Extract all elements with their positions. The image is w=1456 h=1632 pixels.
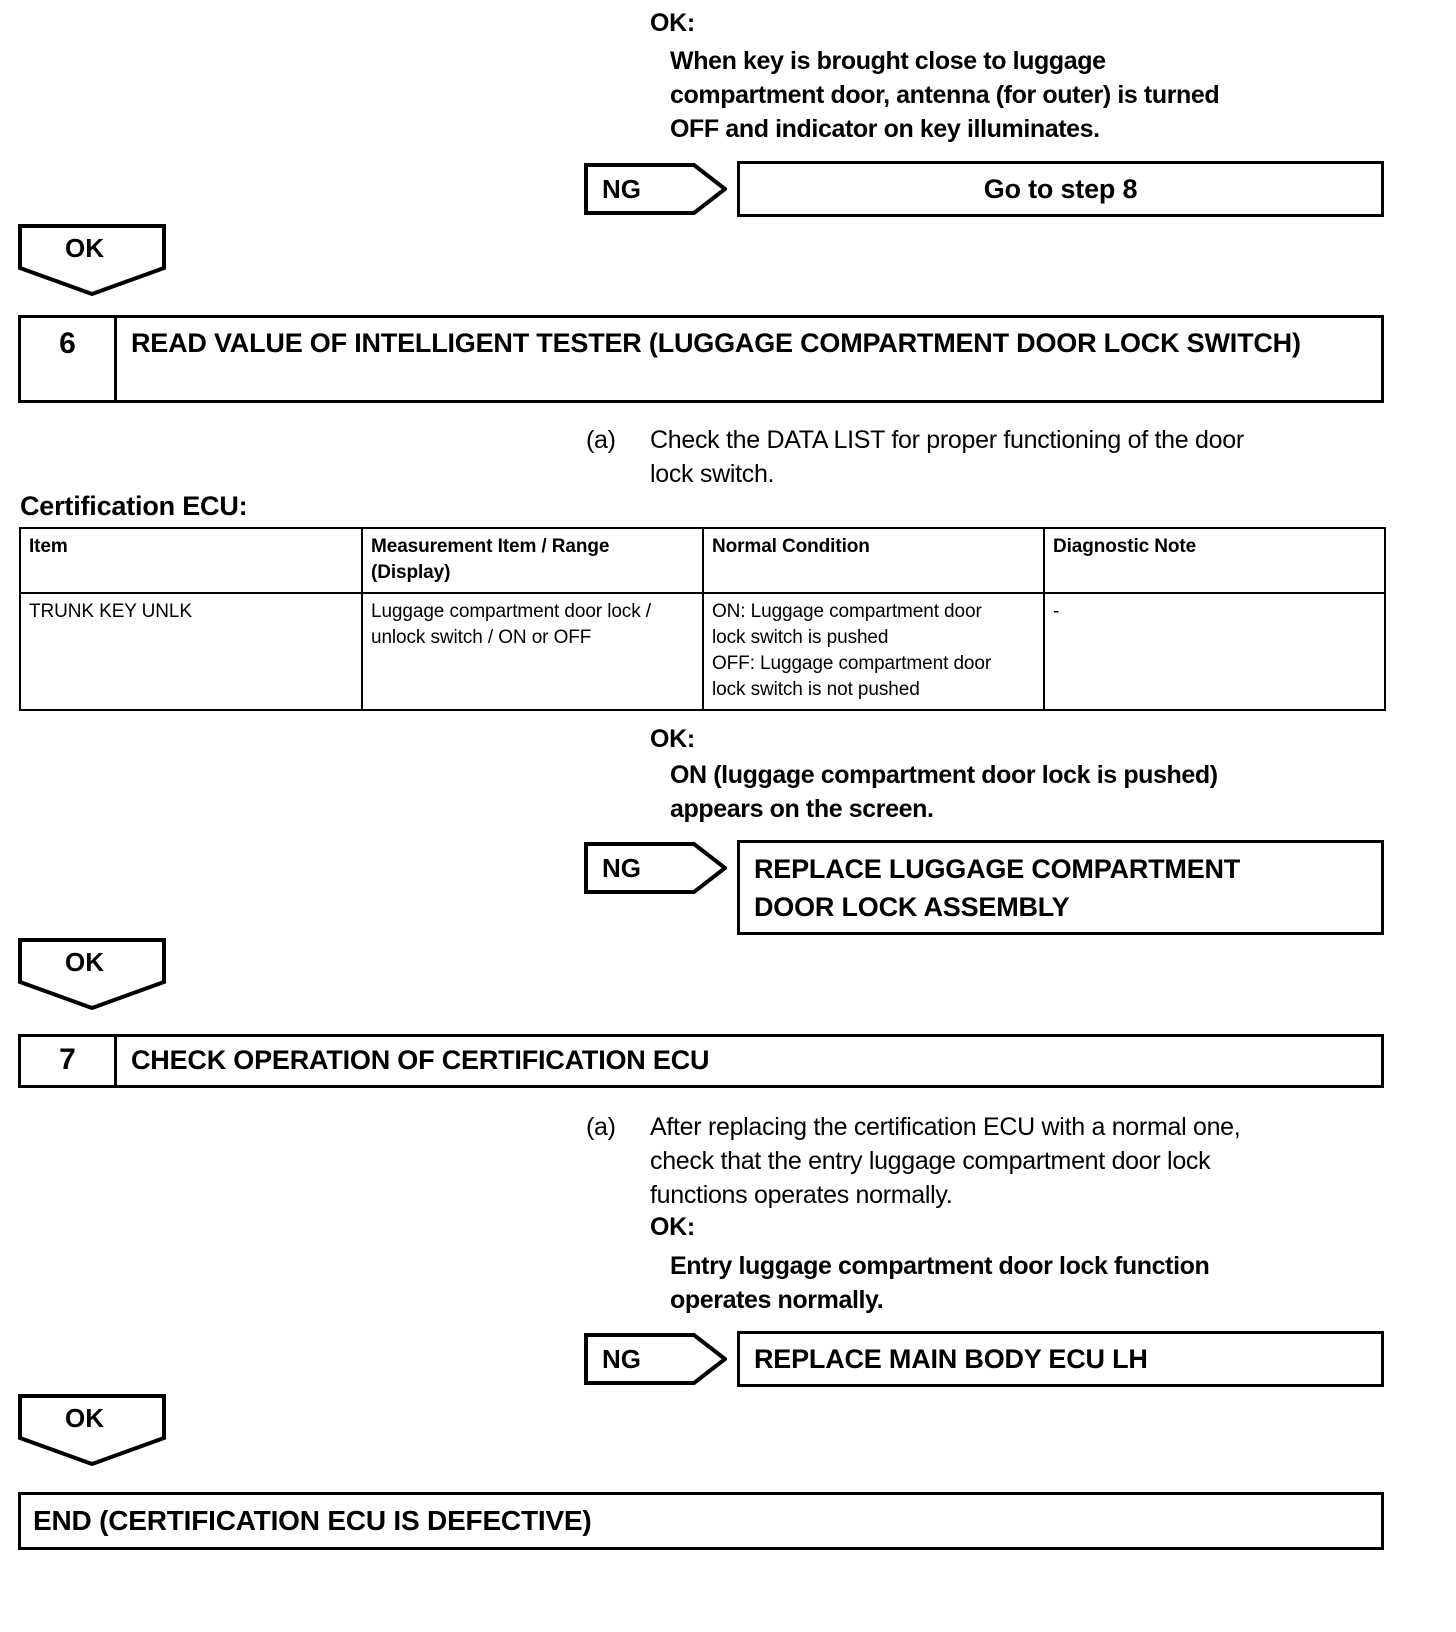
ng-connector-label: NG	[602, 174, 641, 204]
ok-connector-to-end: OK	[18, 1394, 166, 1466]
top-ok-condition-text: When key is brought close to luggage com…	[670, 47, 1220, 143]
ok-connector-to-step6: OK	[18, 224, 166, 296]
table-header-item: Item	[19, 527, 363, 594]
ng-connector-label: NG	[602, 853, 641, 883]
step-7-title: CHECK OPERATION OF CERTIFICATION ECU	[131, 1045, 710, 1075]
step-7-ok-condition-text: Entry luggage compartment door lock func…	[670, 1252, 1210, 1314]
table-cell-normal-condition: ON: Luggage compartment door lock switch…	[702, 592, 1045, 711]
result-go-to-step-8[interactable]: Go to step 8	[737, 161, 1384, 217]
table-cell-diagnostic-note: -	[1043, 592, 1386, 711]
table-row: TRUNK KEY UNLK Luggage compartment door …	[19, 592, 1386, 711]
certification-ecu-table-label: Certification ECU:	[20, 491, 248, 521]
table-cell-measurement: Luggage compartment door lock / unlock s…	[361, 592, 704, 711]
ok-connector-label: OK	[65, 233, 104, 263]
ng-arrow-shape	[584, 1333, 727, 1385]
step-6-title: READ VALUE OF INTELLIGENT TESTER (LUGGAG…	[131, 328, 1301, 358]
ng-connector-step7: NG	[584, 1333, 727, 1385]
result-replace-luggage-door-lock[interactable]: REPLACE LUGGAGE COMPARTMENT DOOR LOCK AS…	[737, 840, 1384, 935]
table-header-measurement: Measurement Item / Range (Display)	[361, 527, 704, 594]
ok-connector-label: OK	[65, 1403, 104, 1433]
table-header-diagnostic-note: Diagnostic Note	[1043, 527, 1386, 594]
step-7-ok-label: OK:	[650, 1213, 695, 1241]
ok-arrow-shape	[18, 224, 166, 296]
ok-arrow-shape	[18, 1394, 166, 1466]
data-list-table: Item Measurement Item / Range (Display) …	[19, 527, 1386, 711]
step-6-number: 6	[21, 318, 117, 400]
step-6-procedure-text: Check the DATA LIST for proper functioni…	[650, 426, 1244, 488]
step-6-ok-label: OK:	[650, 725, 695, 753]
table-cell-item: TRUNK KEY UNLK	[19, 592, 363, 711]
step-7-procedure-marker: (a)	[586, 1113, 616, 1141]
table-header-normal-condition: Normal Condition	[702, 527, 1045, 594]
ng-arrow-shape	[584, 842, 727, 894]
result-replace-main-body-ecu[interactable]: REPLACE MAIN BODY ECU LH	[737, 1331, 1384, 1387]
table-header-row: Item Measurement Item / Range (Display) …	[19, 527, 1386, 594]
ng-connector-step6: NG	[584, 842, 727, 894]
step-7-header: 7 CHECK OPERATION OF CERTIFICATION ECU	[18, 1034, 1384, 1088]
step-6-procedure-marker: (a)	[586, 426, 616, 454]
top-ok-label: OK:	[650, 9, 695, 37]
step-7-number: 7	[21, 1037, 117, 1085]
ok-connector-to-step7: OK	[18, 938, 166, 1010]
step-6-header: 6 READ VALUE OF INTELLIGENT TESTER (LUGG…	[18, 315, 1384, 403]
step-6-ok-condition-text: ON (luggage compartment door lock is pus…	[670, 761, 1218, 823]
end-result-box[interactable]: END (CERTIFICATION ECU IS DEFECTIVE)	[18, 1492, 1384, 1550]
ok-connector-label: OK	[65, 947, 104, 977]
ng-connector-step5: NG	[584, 163, 727, 215]
ng-arrow-shape	[584, 163, 727, 215]
step-7-procedure-text: After replacing the certification ECU wi…	[650, 1113, 1241, 1209]
ok-arrow-shape	[18, 938, 166, 1010]
ng-connector-label: NG	[602, 1344, 641, 1374]
